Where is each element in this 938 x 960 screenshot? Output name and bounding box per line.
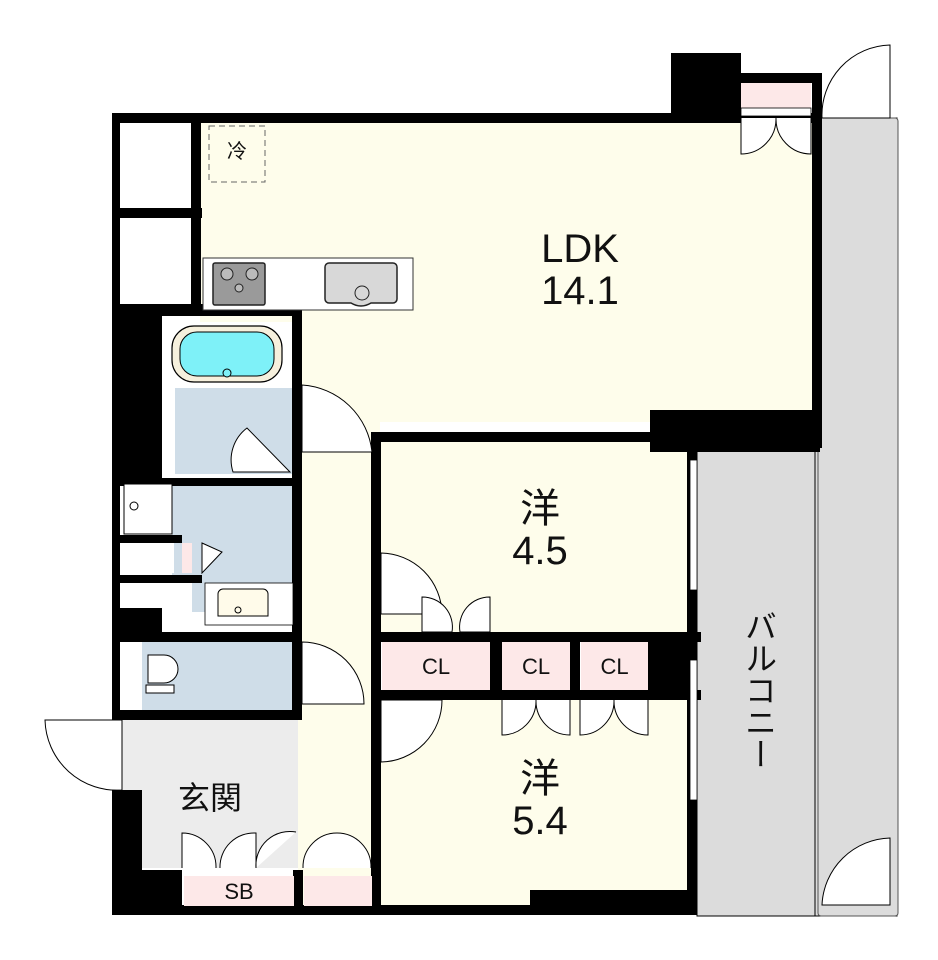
western-room-1-name: 洋 <box>520 487 560 531</box>
ldk-size: 14.1 <box>541 269 619 313</box>
ldk-name: LDK <box>541 227 619 271</box>
closet-1: CL <box>382 642 490 690</box>
western-room-2-size: 5.4 <box>512 799 568 843</box>
western-room-1-size: 4.5 <box>512 529 568 573</box>
western-room-1-label: 洋 4.5 <box>480 488 600 572</box>
closet-2: CL <box>502 642 570 690</box>
closet-3: CL <box>581 642 648 690</box>
fridge-label: 冷 <box>227 141 247 163</box>
fridge-space <box>208 125 266 183</box>
shoe-box: SB <box>184 876 294 906</box>
ldk-label: LDK 14.1 <box>480 228 680 312</box>
toilet-icon <box>147 654 179 684</box>
western-room-2-name: 洋 <box>520 757 560 801</box>
balcony-label: バルコニー <box>741 610 777 770</box>
sink-icon <box>324 262 398 307</box>
storage-hall <box>304 876 372 906</box>
entrance-label: 玄関 <box>177 780 242 816</box>
western-room-2-label: 洋 5.4 <box>480 758 600 842</box>
